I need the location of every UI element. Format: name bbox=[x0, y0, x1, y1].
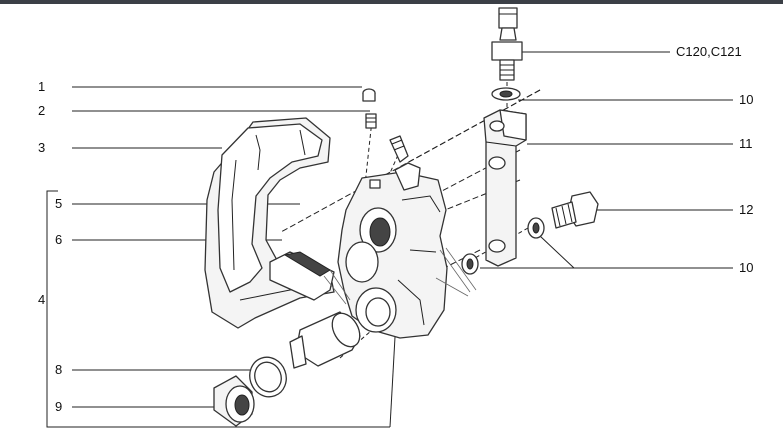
callout-6: 6 bbox=[55, 232, 63, 247]
leader-lines bbox=[46, 51, 733, 428]
callout-5: 5 bbox=[55, 196, 63, 211]
bleeder-cap bbox=[362, 88, 376, 102]
callout-12: 12 bbox=[739, 202, 754, 217]
brake-line-fitting bbox=[491, 7, 523, 81]
caliper-housing bbox=[323, 162, 477, 339]
callout-1: 1 bbox=[38, 79, 46, 94]
hose-fitting bbox=[389, 135, 409, 163]
callout-11: 11 bbox=[739, 136, 753, 151]
callout-2: 2 bbox=[38, 103, 46, 118]
callout-10-top: 10 bbox=[739, 92, 754, 107]
washer-top bbox=[491, 87, 521, 101]
callout-c120-c121: C120,C121 bbox=[676, 44, 742, 59]
callout-4: 4 bbox=[38, 292, 46, 307]
bleeder-screw bbox=[365, 113, 377, 129]
callout-10-bottom: 10 bbox=[739, 260, 754, 275]
washer-bottom bbox=[461, 217, 545, 275]
callout-8: 8 bbox=[55, 362, 63, 377]
mounting-bolt bbox=[551, 191, 599, 229]
dust-boot bbox=[213, 375, 255, 427]
callout-9: 9 bbox=[55, 399, 63, 414]
callout-3: 3 bbox=[38, 140, 46, 155]
top-border bbox=[0, 0, 783, 4]
piston-seal bbox=[249, 356, 287, 398]
piston bbox=[289, 311, 361, 369]
mounting-plate bbox=[483, 109, 527, 267]
